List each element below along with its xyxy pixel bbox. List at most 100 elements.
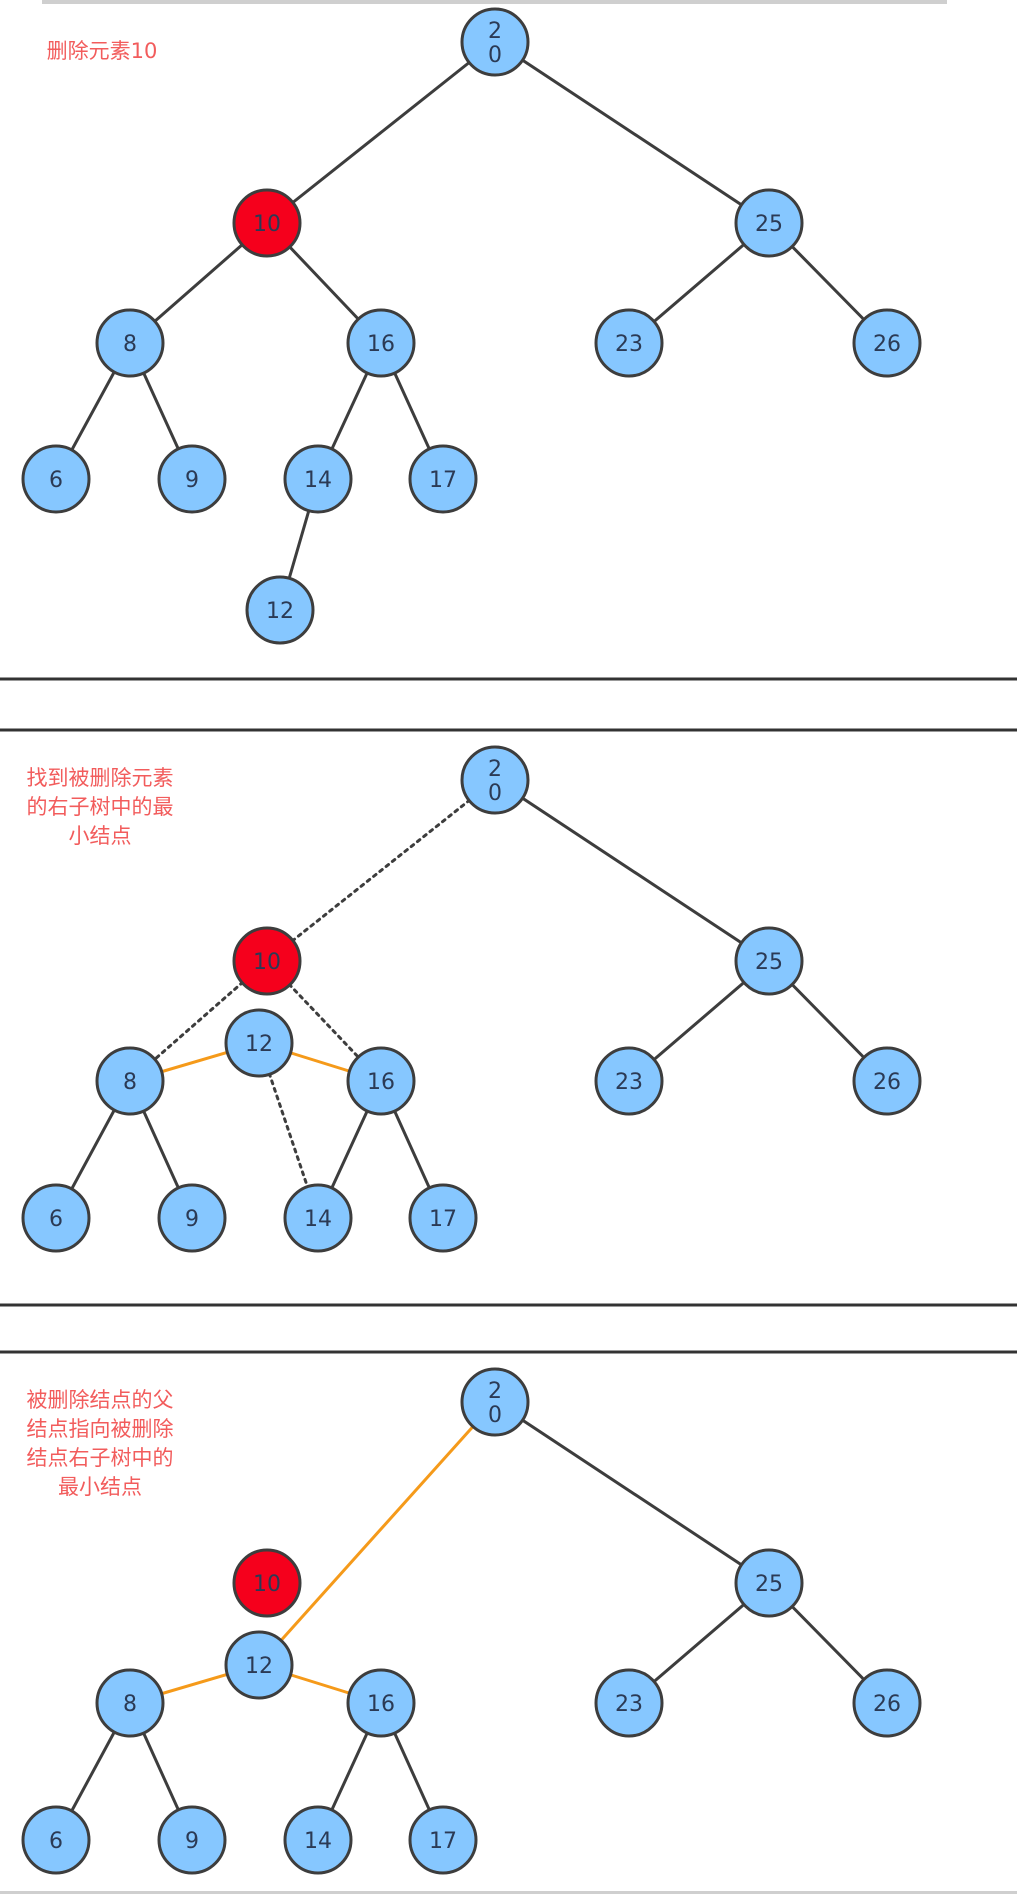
node-16: 16 — [346, 1668, 416, 1738]
node-label: 10 — [253, 950, 281, 975]
node-circle — [95, 1668, 165, 1738]
node-circle — [734, 926, 804, 996]
node-17: 17 — [408, 1183, 478, 1253]
node-circle — [157, 1805, 227, 1875]
node-label: 9 — [185, 468, 199, 493]
node-circle — [594, 308, 664, 378]
node-circle — [95, 1046, 165, 1116]
node-circle — [157, 1183, 227, 1253]
node-9: 9 — [157, 444, 227, 514]
node-26: 26 — [852, 308, 922, 378]
node-label: 16 — [367, 1692, 395, 1717]
node-circle — [734, 188, 804, 258]
node-label: 6 — [49, 1207, 63, 1232]
node-label: 25 — [755, 1572, 783, 1597]
node-circle — [224, 1008, 294, 1078]
node-circle — [460, 1367, 530, 1437]
node-label: 6 — [49, 1829, 63, 1854]
node-label: 9 — [185, 1829, 199, 1854]
node-16: 16 — [346, 308, 416, 378]
node-label: 26 — [873, 1692, 901, 1717]
node-9: 9 — [157, 1183, 227, 1253]
node-6: 6 — [21, 1183, 91, 1253]
node-circle — [283, 1805, 353, 1875]
node-label: 23 — [615, 1692, 643, 1717]
node-25: 25 — [734, 926, 804, 996]
bottom-strip — [0, 1891, 1017, 1894]
edge-20-25 — [494, 1400, 770, 1585]
node-circle — [157, 444, 227, 514]
node-label: 12 — [245, 1032, 273, 1057]
node-circle — [224, 1630, 294, 1700]
edge-20-25 — [494, 40, 770, 225]
node-16: 16 — [346, 1046, 416, 1116]
node-label: 12 — [266, 599, 294, 624]
node-label: 6 — [49, 468, 63, 493]
node-label: 10 — [253, 212, 281, 237]
node-label: 17 — [429, 1829, 457, 1854]
deleted-node-circle — [232, 1548, 302, 1618]
node-label: 8 — [123, 332, 137, 357]
node-circle — [283, 444, 353, 514]
deleted-node-circle — [232, 188, 302, 258]
node-label: 12 — [245, 1654, 273, 1679]
node-25: 25 — [734, 1548, 804, 1618]
node-8: 8 — [95, 1668, 165, 1738]
node-circle — [21, 1183, 91, 1253]
node-8: 8 — [95, 1046, 165, 1116]
node-14: 14 — [283, 1183, 353, 1253]
node-circle — [408, 444, 478, 514]
node-circle — [95, 308, 165, 378]
node-label: 14 — [304, 1207, 332, 1232]
node-label: 10 — [253, 1572, 281, 1597]
node-label: 17 — [429, 468, 457, 493]
node-circle — [283, 1183, 353, 1253]
node-circle — [734, 1548, 804, 1618]
node-circle — [21, 1805, 91, 1875]
step-caption: 删除元素10 — [47, 39, 158, 63]
node-label: 14 — [304, 1829, 332, 1854]
node-23: 23 — [594, 1046, 664, 1116]
node-circle — [852, 1668, 922, 1738]
node-8: 8 — [95, 308, 165, 378]
node-label: 23 — [615, 1070, 643, 1095]
node-circle — [408, 1805, 478, 1875]
node-label: 16 — [367, 332, 395, 357]
step-caption: 找到被删除元素的右子树中的最小结点 — [27, 766, 174, 848]
node-label: 25 — [755, 212, 783, 237]
node-circle — [852, 1046, 922, 1116]
node-circle — [21, 444, 91, 514]
node-circle — [460, 745, 530, 815]
node-circle — [346, 1668, 416, 1738]
node-label: 23 — [615, 332, 643, 357]
edge-20-25 — [494, 778, 770, 963]
node-17: 17 — [408, 444, 478, 514]
node-label: 25 — [755, 950, 783, 975]
node-label: 9 — [185, 1207, 199, 1232]
node-25: 25 — [734, 188, 804, 258]
node-label: 17 — [429, 1207, 457, 1232]
step-caption: 被删除结点的父结点指向被删除结点右子树中的最小结点 — [27, 1388, 174, 1499]
node-12: 12 — [224, 1630, 294, 1700]
node-label: 26 — [873, 332, 901, 357]
node-23: 23 — [594, 308, 664, 378]
node-6: 6 — [21, 1805, 91, 1875]
node-label: 8 — [123, 1070, 137, 1095]
node-label: 14 — [304, 468, 332, 493]
node-10: 10 — [232, 188, 302, 258]
top-strip — [42, 0, 947, 4]
edge-20-12 — [257, 1400, 497, 1667]
node-26: 26 — [852, 1668, 922, 1738]
node-17: 17 — [408, 1805, 478, 1875]
edge-20-10 — [266, 40, 496, 225]
node-circle — [594, 1668, 664, 1738]
node-circle — [852, 308, 922, 378]
